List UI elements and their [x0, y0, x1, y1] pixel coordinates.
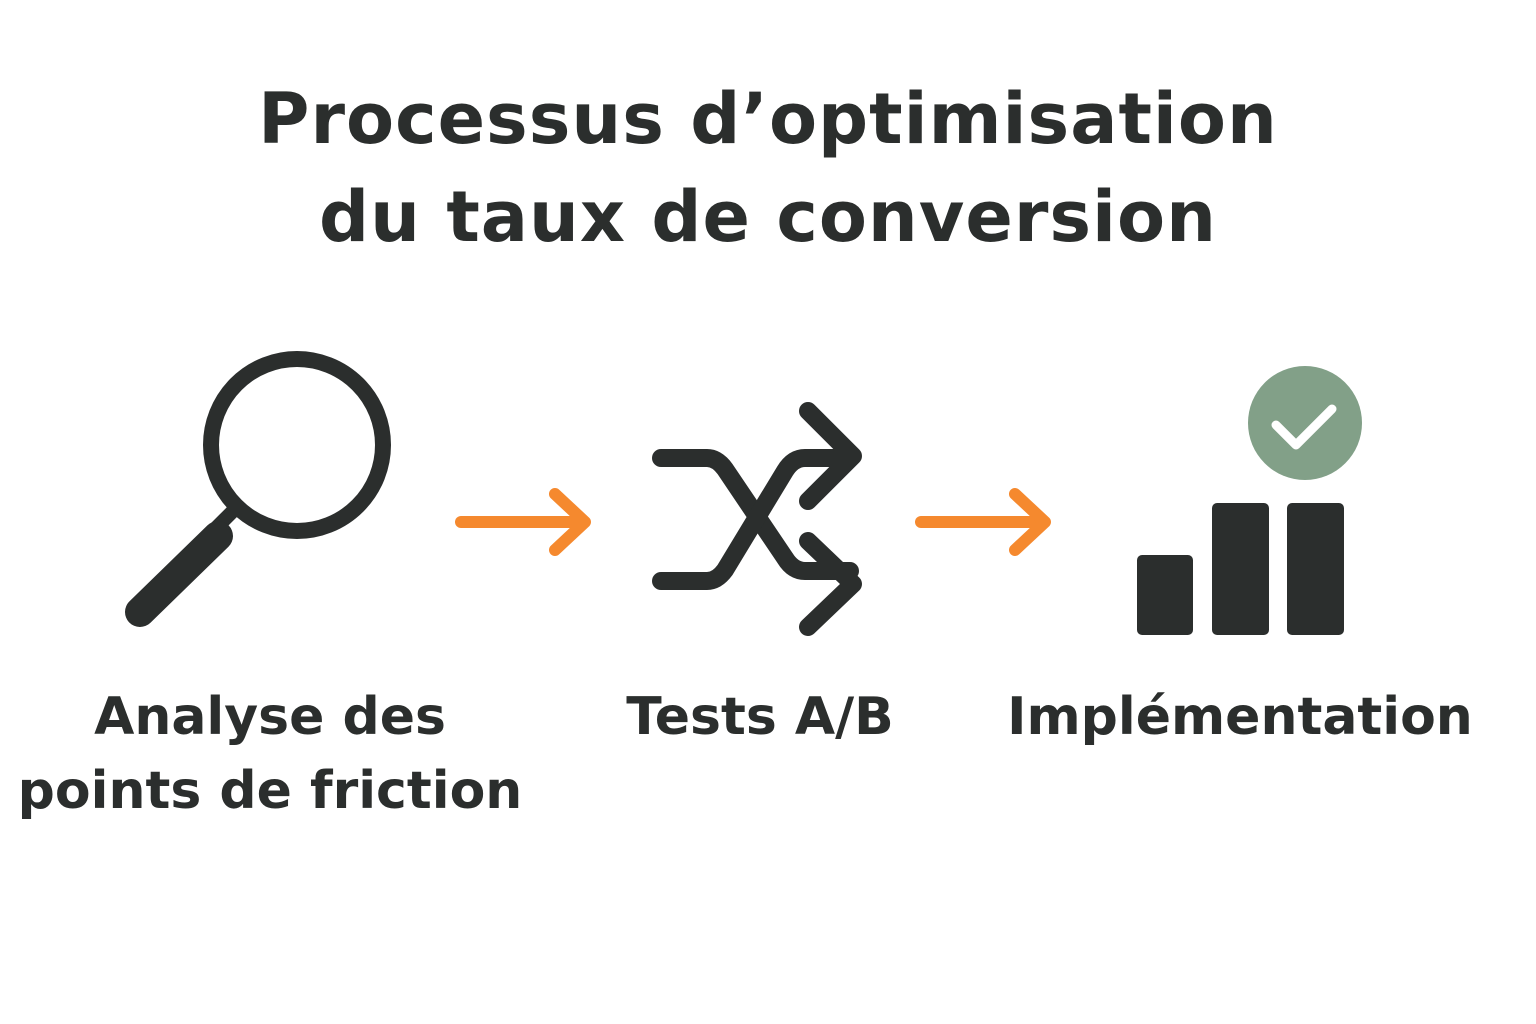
arrow-right-icon	[915, 488, 1051, 556]
title-line-1: Processus d’optimisation	[258, 78, 1278, 160]
step-label-implementation: Implémentation	[990, 680, 1490, 754]
magnifier-icon	[125, 351, 391, 627]
label-line: points de friction	[17, 761, 523, 821]
arrow-right-icon	[455, 488, 591, 556]
label-line: Implémentation	[1007, 687, 1473, 747]
title-line-2: du taux de conversion	[319, 176, 1217, 258]
step-label-analyse: Analyse des points de friction	[0, 680, 540, 828]
label-line: Tests A/B	[626, 687, 894, 747]
diagram-title: Processus d’optimisation du taux de conv…	[0, 70, 1536, 266]
shuffle-icon	[652, 402, 862, 636]
label-line: Analyse des	[94, 687, 446, 747]
step-label-tests: Tests A/B	[560, 680, 960, 754]
bar-chart-check-icon	[1137, 366, 1362, 635]
